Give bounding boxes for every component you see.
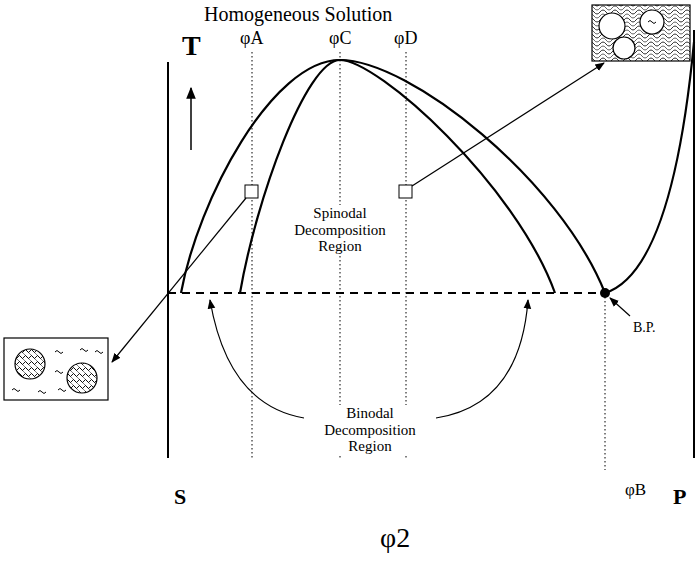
droplet-inset [4, 338, 108, 400]
temperature-arrow [190, 88, 192, 150]
axis-title: φ2 [378, 523, 412, 554]
composition-label: φA [238, 29, 265, 49]
composition-lines [252, 52, 605, 470]
region-label: Binodal Decomposition Region [309, 405, 431, 455]
temperature-axis [167, 62, 169, 458]
axis-title: T [180, 31, 203, 62]
binodal-curve [181, 60, 605, 293]
polymer-axis [693, 30, 695, 458]
spinodal-curve [240, 60, 555, 293]
glass-curve [605, 42, 694, 293]
axis-end-label: S [172, 485, 188, 509]
region-pointer [210, 300, 304, 418]
composition-label: φB [623, 481, 648, 500]
point-pointer [610, 298, 630, 316]
temperature-limit [168, 292, 605, 294]
region-title: Homogeneous Solution [202, 3, 394, 25]
point [600, 288, 610, 298]
composition-label: φC [327, 29, 353, 49]
region-pointer [436, 300, 528, 418]
sample-square [399, 185, 412, 198]
inset-pointer [112, 198, 246, 362]
inset-pointer [412, 63, 604, 186]
sample-square [245, 185, 258, 198]
pore-inset [592, 5, 690, 61]
region-label: Spinodal Decomposition Region [282, 205, 398, 255]
axis-end-label: P [671, 485, 688, 509]
composition-label: φD [392, 29, 419, 49]
point-label: B.P. [631, 320, 658, 335]
